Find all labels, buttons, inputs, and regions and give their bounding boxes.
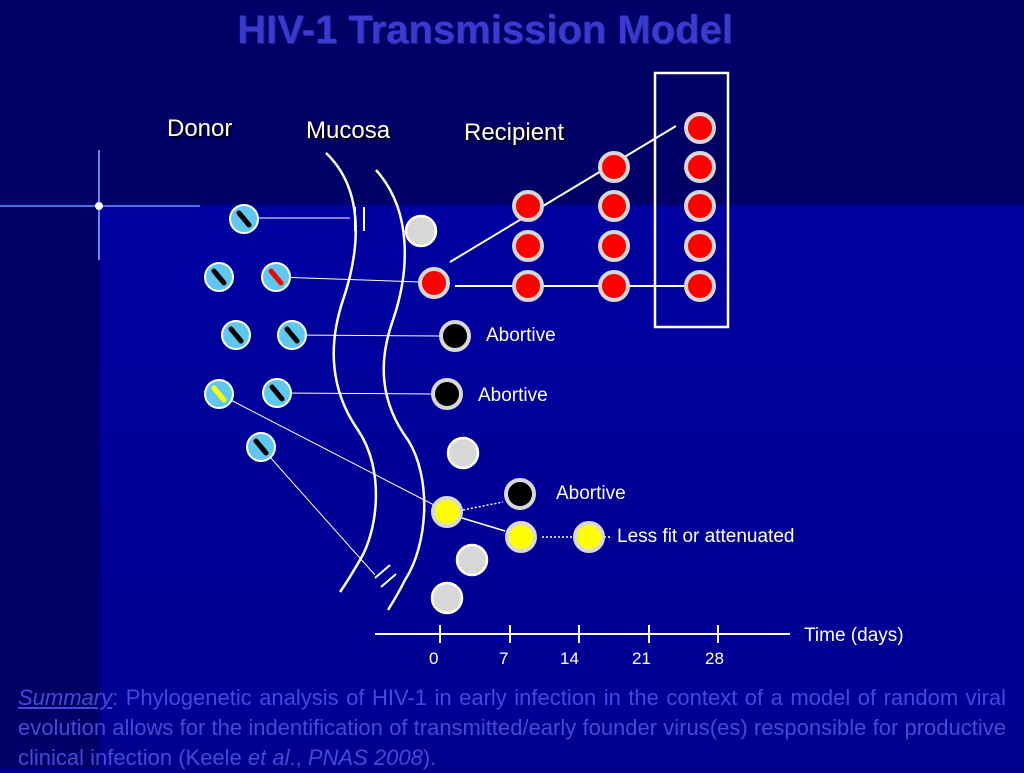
uninfected-cell bbox=[446, 436, 480, 470]
donor-virion bbox=[277, 320, 307, 350]
uninfected-cell bbox=[404, 214, 438, 248]
infected-cell bbox=[684, 190, 716, 222]
block-mark-2b bbox=[380, 573, 397, 588]
background-main bbox=[100, 205, 1024, 768]
donor-virion bbox=[229, 204, 259, 234]
mucosa-left-line bbox=[325, 152, 378, 593]
donor-virion bbox=[246, 432, 276, 462]
abortive-cell bbox=[439, 320, 471, 352]
abortive-label: Abortive bbox=[486, 325, 556, 346]
donor-virion-attenuated bbox=[204, 379, 234, 409]
attenuated-cell bbox=[505, 521, 537, 553]
uninfected-cell bbox=[430, 581, 464, 615]
abortive-line-2 bbox=[276, 392, 433, 395]
infected-cell bbox=[598, 230, 630, 262]
abortive-cell bbox=[431, 378, 463, 410]
flare-center bbox=[95, 202, 103, 210]
summary-etal: et al bbox=[247, 745, 290, 770]
tick-label: 28 bbox=[705, 649, 724, 668]
infected-cell bbox=[684, 112, 716, 144]
infected-cell bbox=[512, 270, 544, 302]
background-top bbox=[0, 0, 1024, 205]
recipient-heading: Recipient bbox=[464, 119, 565, 146]
background-left bbox=[0, 0, 100, 768]
summary-text: Summary: Phylogenetic analysis of HIV-1 … bbox=[18, 683, 1006, 773]
tick-label: 21 bbox=[632, 649, 651, 668]
summary-colon: : bbox=[112, 685, 119, 710]
outcome-box bbox=[653, 71, 730, 329]
time-axis-label: Time (days) bbox=[804, 625, 904, 646]
infected-cell bbox=[512, 230, 544, 262]
donor-virion bbox=[221, 320, 251, 350]
block-mark-2a bbox=[374, 564, 391, 579]
infected-cell bbox=[684, 151, 716, 183]
infected-cell bbox=[684, 270, 716, 302]
summary-comma: ., bbox=[289, 745, 308, 770]
summary-label: Summary bbox=[18, 685, 113, 710]
abortive-label: Abortive bbox=[556, 483, 626, 504]
donor-virion bbox=[262, 378, 292, 408]
tick-label: 14 bbox=[560, 649, 579, 668]
page-title: HIV-1 Transmission Model bbox=[237, 8, 733, 52]
yellow-line bbox=[218, 393, 435, 506]
infected-cell bbox=[598, 151, 630, 183]
expansion-line-upper bbox=[449, 125, 677, 263]
abortive-line-1 bbox=[291, 334, 441, 337]
infected-cell bbox=[684, 230, 716, 262]
donor-heading: Donor bbox=[167, 115, 233, 142]
tick-label: 7 bbox=[499, 649, 509, 668]
abortive-branch-line bbox=[462, 501, 504, 511]
mucosa-heading: Mucosa bbox=[306, 117, 391, 144]
attenuated-branch-line bbox=[461, 517, 506, 532]
donor-virion-transmitted bbox=[261, 262, 291, 292]
attenuated-cell bbox=[573, 521, 605, 553]
blocked-line-bottom bbox=[260, 446, 376, 576]
donor-virion bbox=[204, 262, 234, 292]
less-fit-label: Less fit or attenuated bbox=[617, 526, 795, 547]
uninfected-cell bbox=[455, 543, 489, 577]
mucosa-right-line bbox=[375, 169, 426, 611]
summary-journal: PNAS 2008 bbox=[307, 745, 423, 770]
attenuated-cell bbox=[431, 496, 463, 528]
infected-cell bbox=[512, 190, 544, 222]
infected-cell bbox=[598, 190, 630, 222]
summary-body: Phylogenetic analysis of HIV-1 in early … bbox=[18, 685, 1006, 770]
infected-cell bbox=[598, 270, 630, 302]
abortive-cell bbox=[504, 478, 536, 510]
founder-infected-cell bbox=[418, 267, 450, 299]
tick-label: 0 bbox=[429, 649, 439, 668]
summary-end: ). bbox=[422, 745, 437, 770]
abortive-label: Abortive bbox=[478, 385, 548, 406]
transmit-line bbox=[275, 276, 421, 283]
infected-cells bbox=[418, 112, 716, 302]
